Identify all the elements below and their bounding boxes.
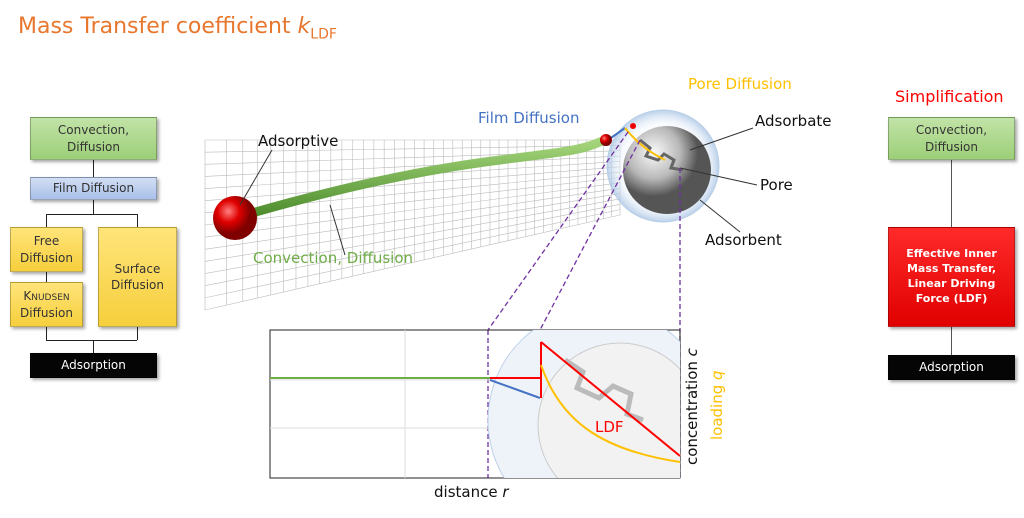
adsorbate-label: Adsorbate — [755, 112, 832, 130]
convection-diffusion-box: Convection, Diffusion — [30, 117, 157, 160]
label-leaders — [239, 127, 758, 256]
simplification-heading: Simplification — [895, 87, 1004, 106]
adsorption-box: Adsorption — [30, 353, 157, 378]
molecule-at-film — [600, 134, 612, 146]
ldf-label: LDF — [595, 418, 624, 436]
page-title: Mass Transfer coefficient kLDF — [18, 14, 337, 43]
profile-plot — [269, 329, 681, 479]
pore-label: Pore — [760, 176, 793, 194]
film-diffusion-label: Film Diffusion — [478, 109, 580, 127]
perspective-grid — [204, 139, 621, 311]
free-diffusion-box: Free Diffusion — [10, 227, 83, 272]
concentration-axis-label: concentration c — [683, 348, 701, 465]
ldf-line — [540, 341, 681, 457]
adsorptive-label: Adsorptive — [258, 132, 339, 150]
adsorbent-label: Adsorbent — [705, 231, 782, 249]
pore-diffusion-label: Pore Diffusion — [688, 75, 792, 93]
film-diffusion-box: Film Diffusion — [30, 177, 157, 200]
loading-axis-label: loading q — [708, 370, 726, 440]
molecule-in-pore — [630, 123, 636, 129]
surface-diffusion-box: Surface Diffusion — [98, 227, 177, 327]
x-axis-label: distance r — [434, 483, 509, 501]
loading-curve — [540, 364, 681, 463]
adsorption-box: Adsorption — [888, 355, 1015, 380]
convection-tube — [230, 135, 610, 223]
ldf-box: Effective Inner Mass Transfer, Linear Dr… — [888, 227, 1015, 327]
adsorptive-molecule — [213, 196, 257, 240]
convection-diffusion-label: Convection, Diffusion — [253, 249, 414, 267]
particle-section — [537, 342, 680, 478]
pore-diffusion-path — [624, 127, 666, 161]
film-concentration-line — [489, 379, 541, 399]
convection-diffusion-box: Convection, Diffusion — [888, 117, 1015, 160]
